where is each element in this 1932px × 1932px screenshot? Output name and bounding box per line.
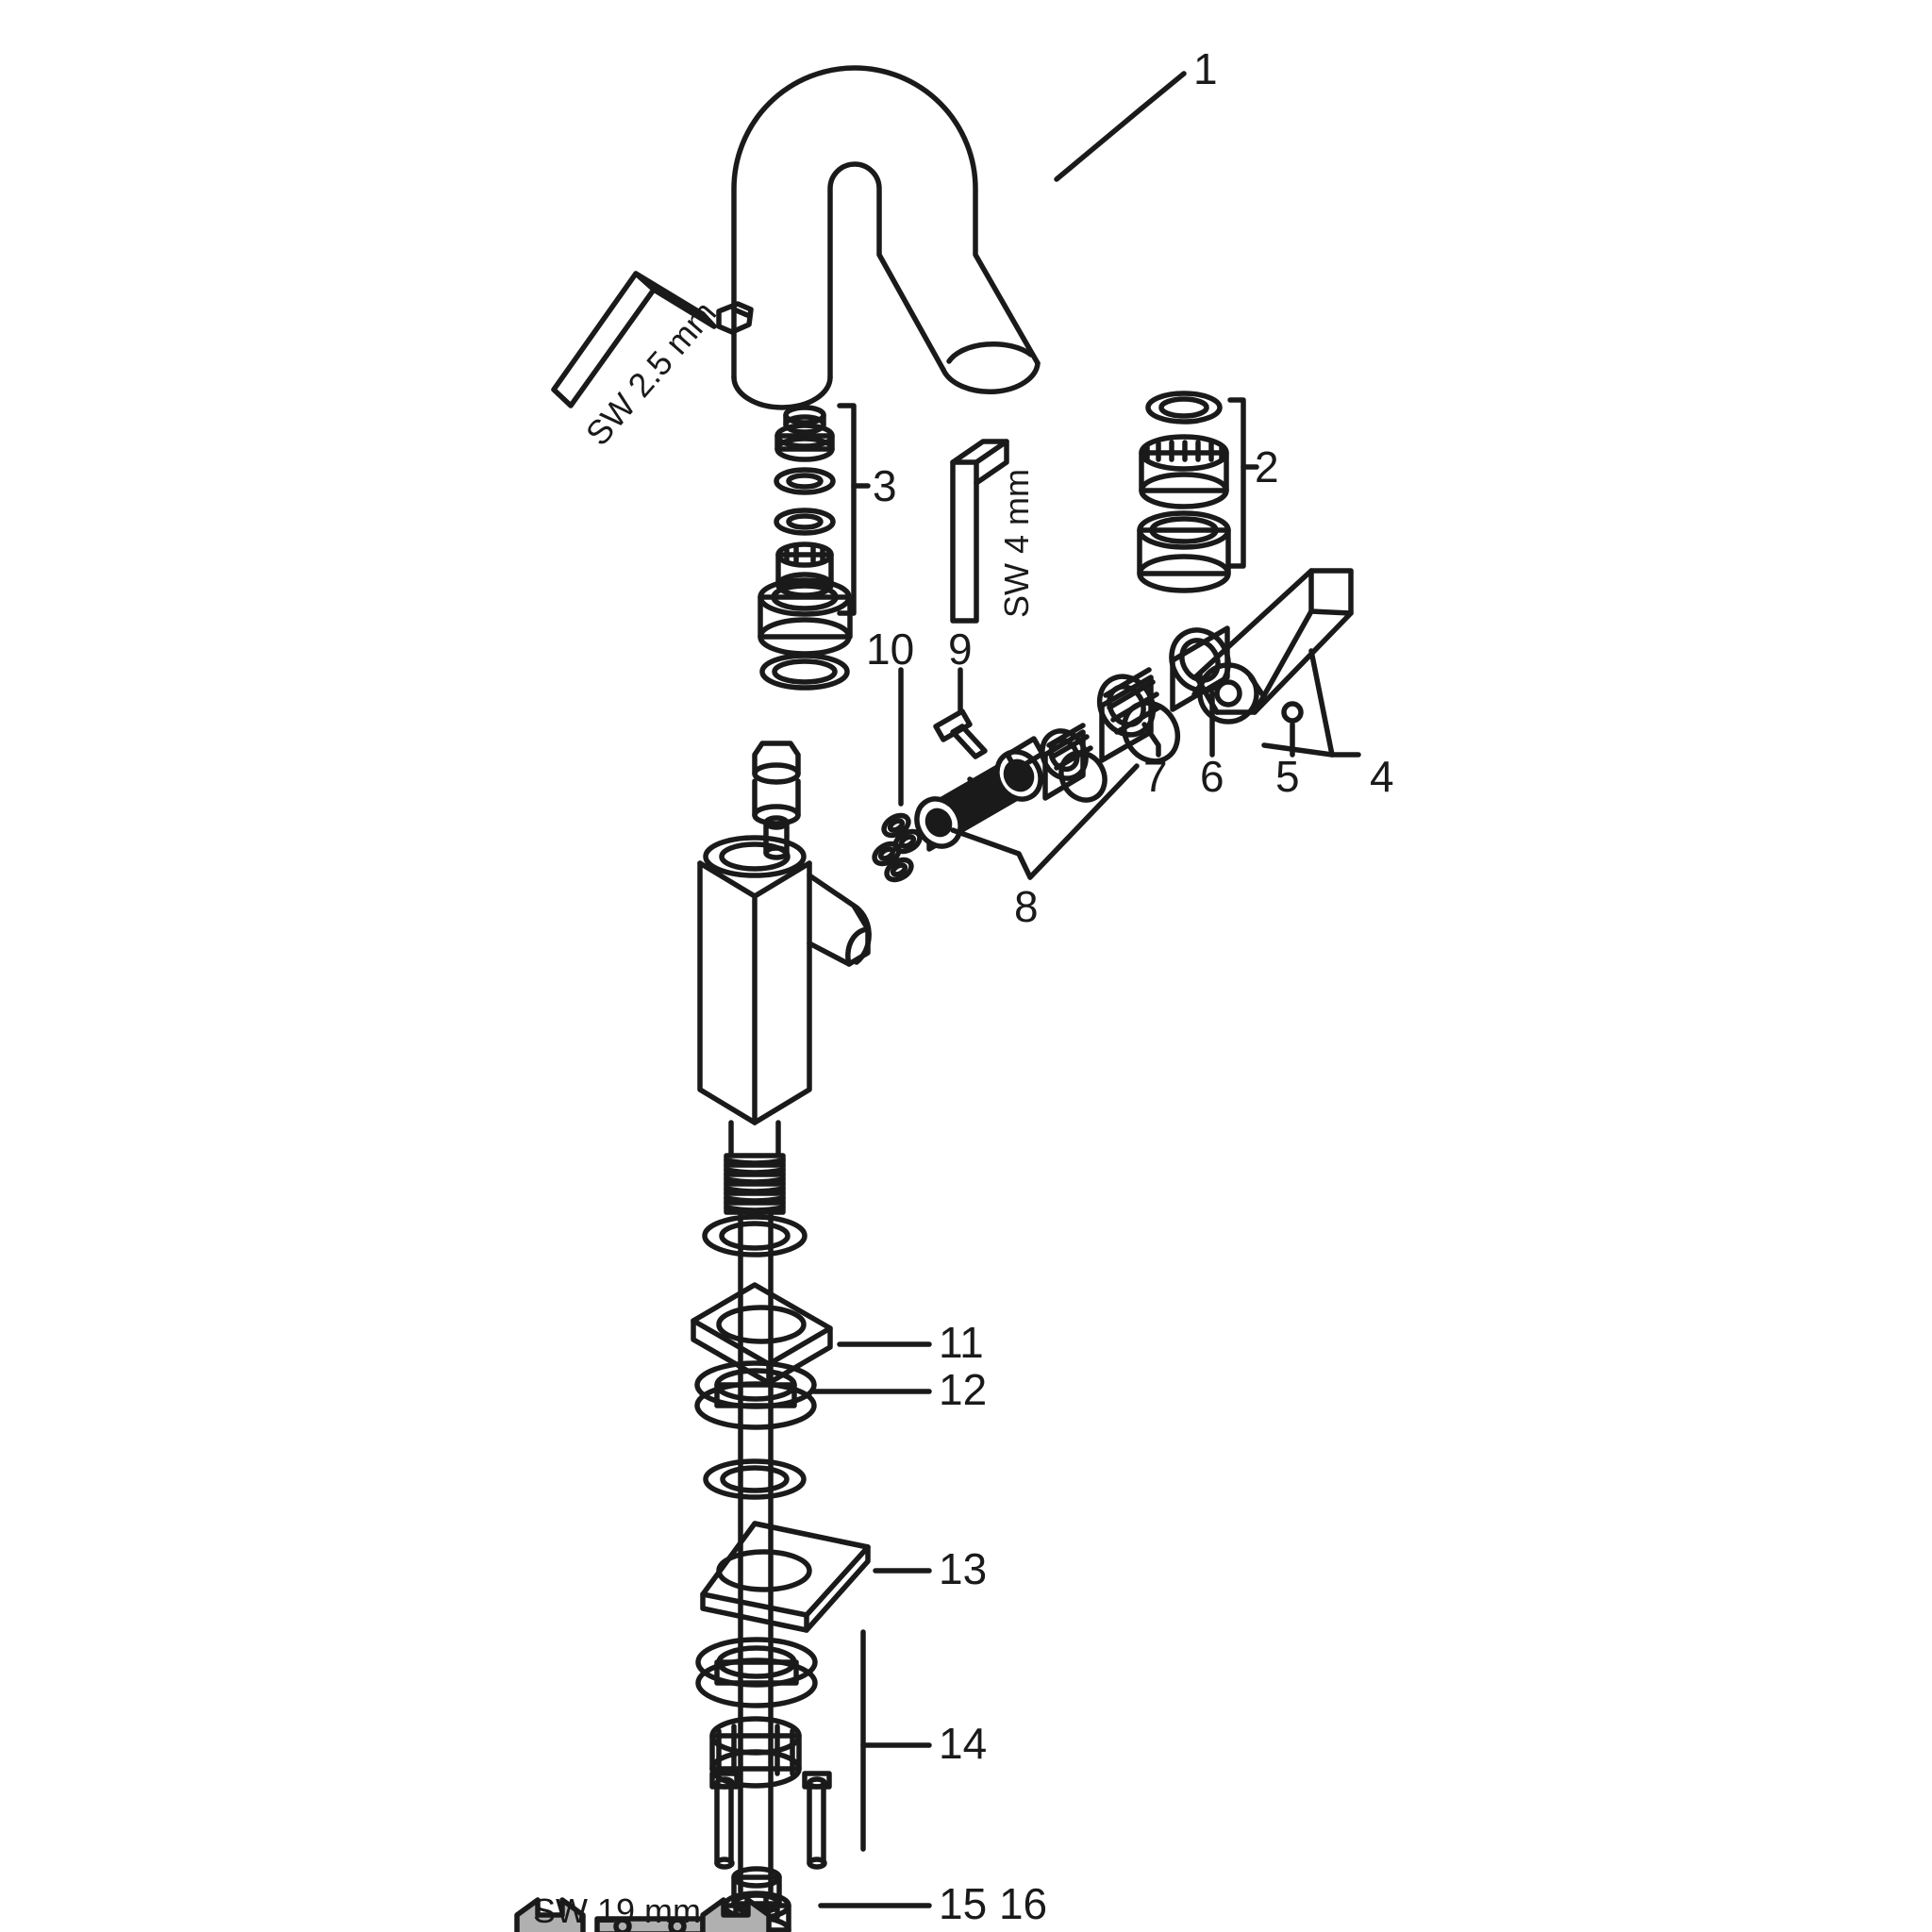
part-cartridge-8 <box>914 723 1108 852</box>
part-group-2 <box>1137 391 1231 593</box>
callout-13: 13 <box>939 1544 988 1593</box>
part-ring-12 <box>694 1360 817 1430</box>
leader-8 <box>950 827 1033 880</box>
callout-7: 7 <box>1143 752 1168 801</box>
callout-11: 11 <box>939 1318 984 1367</box>
callout-4: 4 <box>1370 752 1394 801</box>
callout-3: 3 <box>873 461 897 510</box>
part-group-3 <box>758 405 853 691</box>
part-main-body <box>697 741 872 1894</box>
callout-6: 6 <box>1200 752 1224 801</box>
part-grub-screw-small <box>716 301 754 335</box>
part-oring-upper <box>702 1214 808 1257</box>
part-spout <box>731 65 1041 410</box>
part-seals-10 <box>872 812 923 883</box>
callout-8: 8 <box>1014 882 1039 931</box>
tool-label-sw-19mm: SW 19 mm <box>533 1891 702 1930</box>
callout-2: 2 <box>1255 442 1279 491</box>
callout-10: 10 <box>866 625 915 674</box>
part-washer-14a <box>695 1637 818 1708</box>
callout-9: 9 <box>948 625 973 674</box>
leader-1b <box>1054 106 1144 182</box>
callout-1: 1 <box>1193 44 1218 93</box>
leader-4b <box>1308 648 1335 758</box>
part-set-screw-5 <box>1281 701 1304 724</box>
part-clamp-14 <box>709 1716 832 1870</box>
part-oring-lower <box>703 1458 807 1500</box>
tool-allen-2-5mm <box>551 271 717 408</box>
tool-wrench-19mm <box>514 1897 772 1932</box>
leader-1 <box>1139 71 1187 111</box>
leader-3b <box>837 483 857 616</box>
part-screw-9 <box>933 708 988 759</box>
tool-label-sw-4mm: SW 4 mm <box>997 469 1036 618</box>
part-valve-sleeve-6 <box>1169 625 1231 712</box>
leader-8b <box>1027 763 1140 880</box>
leader-2a <box>1227 397 1259 470</box>
part-handle-lever <box>1191 568 1354 724</box>
leader-3a <box>837 403 871 489</box>
callout-12: 12 <box>939 1365 988 1414</box>
leader-2b <box>1227 464 1246 569</box>
callout-14: 14 <box>939 1719 988 1768</box>
tool-allen-4mm <box>950 439 1009 624</box>
callout-5: 5 <box>1275 752 1300 801</box>
leader-7 <box>1141 722 1161 758</box>
callout-15-16: 15 16 <box>939 1879 1048 1928</box>
part-bracket-13 <box>700 1521 871 1633</box>
leader-4c <box>1261 742 1335 758</box>
